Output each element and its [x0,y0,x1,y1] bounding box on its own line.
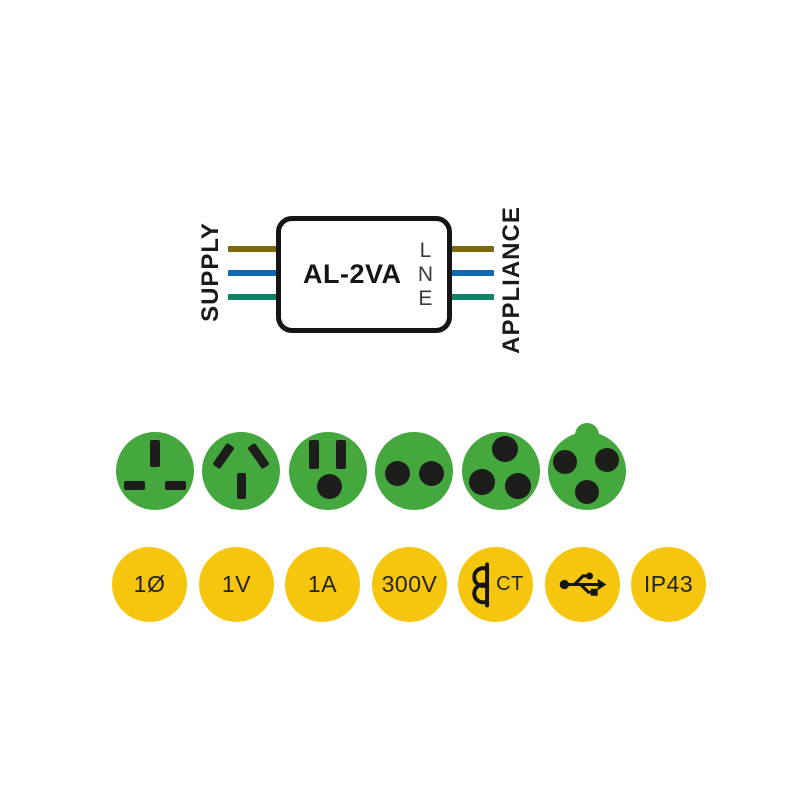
pin-hole [595,448,619,472]
appliance-live-wire [450,246,494,252]
pin-slot [212,442,235,470]
current-transformer-label: CT [496,573,524,595]
current-transformer-icon [467,562,495,608]
pin-hole [553,450,577,474]
voltage-rating-label: 1V [221,571,252,597]
socket-europlug-type-c-icon [375,432,453,510]
supply-label: SUPPLY [197,222,224,322]
appliance-neutral-wire [450,270,494,276]
socket-uk-type-g-icon [116,432,194,510]
pin-hole [419,461,444,486]
terminal-l-label: L [419,238,432,262]
device-box: AL-2VA L N E [276,216,452,333]
pin-slot [336,440,346,469]
current-rating-label: 1A [307,571,338,597]
ip-rating-label: IP43 [643,571,694,597]
pin-hole [385,461,410,486]
pin-hole [505,473,531,499]
pin-slot [309,440,319,469]
phase-rating-badge: 1Ø [112,547,187,622]
supply-neutral-wire [228,270,278,276]
max-voltage-badge: 300V [372,547,447,622]
current-transformer-badge: CT [458,547,533,622]
socket-type-d-icon [462,432,540,510]
pin-slot [237,473,246,499]
pin-hole [317,474,342,499]
pin-slot [150,440,160,467]
phase-rating-label: 1Ø [133,571,166,597]
current-rating-badge: 1A [285,547,360,622]
voltage-rating-badge: 1V [199,547,274,622]
socket-us-type-b-icon [289,432,367,510]
appliance-earth-wire [450,294,494,300]
terminal-labels: L N E [418,221,433,328]
socket-france-type-e-icon [548,423,626,510]
pin-hole [575,480,599,504]
terminal-e-label: E [418,286,433,310]
pin-hole [469,469,495,495]
ip-rating-badge: IP43 [631,547,706,622]
supply-earth-wire [228,294,278,300]
max-voltage-label: 300V [381,571,438,597]
earth-pin-bump [575,423,599,447]
usb-badge [545,547,620,622]
pin-hole [492,436,518,462]
pin-slot [124,481,145,490]
appliance-label: APPLIANCE [498,206,525,354]
usb-icon [559,569,607,600]
socket-australia-type-i-icon [202,432,280,510]
supply-live-wire [228,246,278,252]
pin-slot [247,442,270,470]
device-model: AL-2VA [303,259,402,289]
pin-slot [165,481,186,490]
terminal-n-label: N [417,262,433,286]
